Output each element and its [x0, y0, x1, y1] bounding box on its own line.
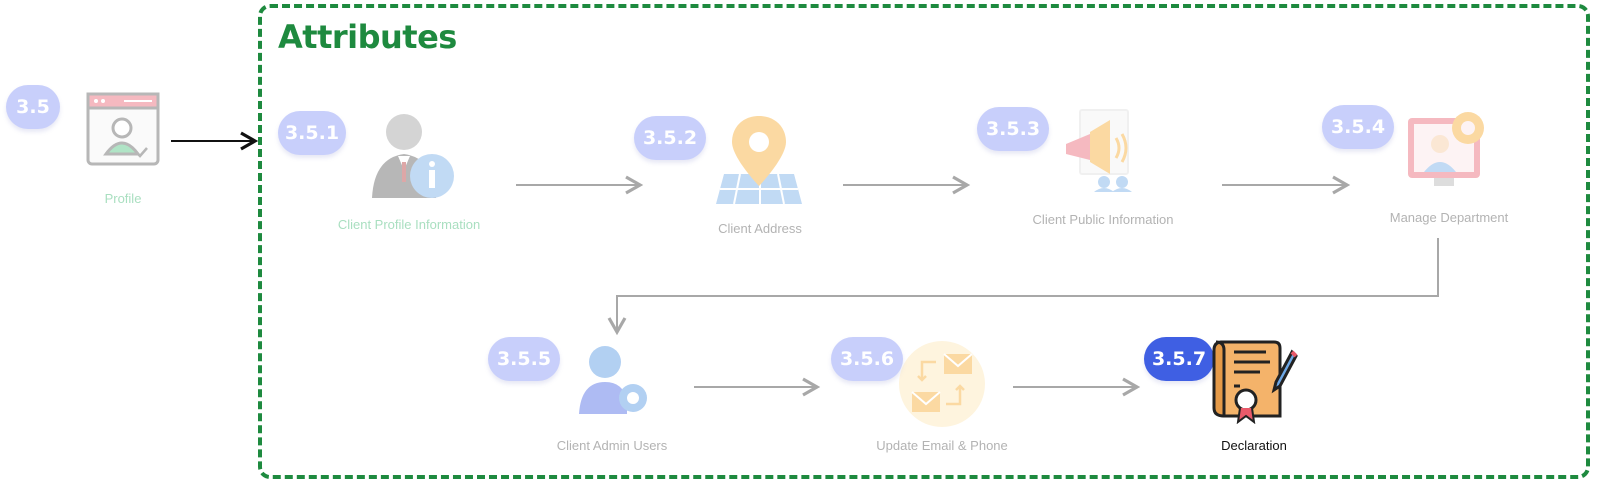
department-settings-icon[interactable] — [1404, 106, 1490, 195]
declaration-scroll-icon[interactable] — [1210, 338, 1302, 429]
label-client-address: Client Address — [718, 221, 802, 236]
email-swap-icon[interactable] — [898, 340, 986, 433]
label-client-public-information: Client Public Information — [1032, 212, 1174, 227]
attributes-group-frame — [258, 4, 1590, 479]
label-client-profile-information: Client Profile Information — [337, 217, 481, 232]
label-profile: Profile — [104, 191, 142, 206]
label-update-email-phone: Update Email & Phone — [876, 438, 1008, 453]
badge-3-5-7: 3.5.7 — [1144, 337, 1214, 381]
arrow-step4-to-step5 — [607, 238, 1439, 336]
map-pin-icon[interactable] — [714, 114, 804, 211]
badge-3-5-5: 3.5.5 — [488, 337, 560, 381]
badge-3-5-1: 3.5.1 — [278, 111, 346, 155]
group-title: Attributes — [278, 18, 457, 56]
badge-3-5-6: 3.5.6 — [831, 337, 903, 381]
admin-user-gear-icon[interactable] — [577, 344, 651, 421]
client-info-icon[interactable] — [370, 110, 456, 205]
badge-3-5-4: 3.5.4 — [1322, 105, 1394, 149]
label-client-admin-users: Client Admin Users — [556, 438, 668, 453]
badge-3-5: 3.5 — [6, 85, 60, 129]
badge-3-5-2: 3.5.2 — [634, 116, 706, 160]
megaphone-icon[interactable] — [1060, 108, 1150, 197]
profile-window-icon — [86, 92, 160, 171]
label-declaration: Declaration — [1221, 438, 1287, 453]
badge-3-5-3: 3.5.3 — [977, 107, 1049, 151]
label-manage-department: Manage Department — [1389, 210, 1509, 225]
